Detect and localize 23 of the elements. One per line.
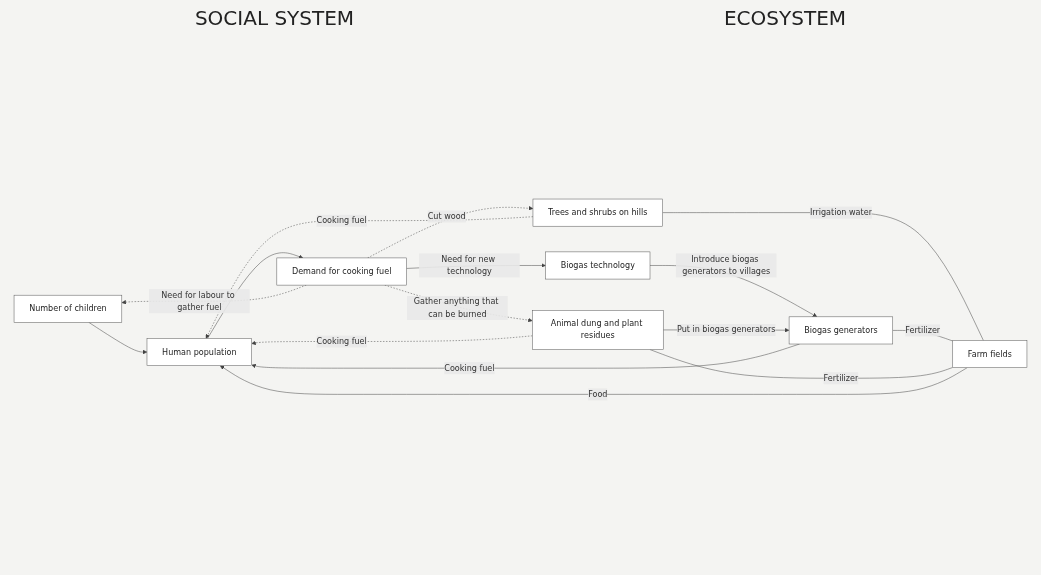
edge-label: Fertilizer <box>823 372 859 383</box>
node-box: Trees and shrubs on hills <box>532 198 663 227</box>
edge-label: Need for new technology <box>441 254 496 276</box>
edge-label: Cooking fuel <box>316 215 367 225</box>
node-box: Animal dung and plant residues <box>532 309 664 350</box>
system-heading: SOCIAL SYSTEM <box>194 6 355 30</box>
edge-label: Cut wood <box>427 211 466 221</box>
node-box: Demand for cooking fuel <box>276 257 407 286</box>
edge-label: Cooking fuel <box>444 362 495 373</box>
edge-label: Need for labour to gather fuel <box>161 289 235 312</box>
edge-label: Fertilizer <box>905 325 941 335</box>
system-heading: ECOSYSTEM <box>724 6 847 30</box>
node-box: Biogas generators <box>788 316 893 345</box>
edge-label: Gather anything that can be burned <box>413 296 499 319</box>
node-box: Biogas technology <box>545 251 651 280</box>
node-box: Human population <box>146 338 252 366</box>
node-box: Farm fields <box>952 340 1028 368</box>
edge-label: Cooking fuel <box>316 336 367 346</box>
edge-label: Put in biogas generators <box>676 324 776 335</box>
node-box: Number of children <box>13 294 123 323</box>
edge-label: Introduce biogas generators to villages <box>682 254 771 276</box>
edge-label: Food <box>588 389 608 399</box>
edge-label: Irrigation water <box>809 207 872 217</box>
